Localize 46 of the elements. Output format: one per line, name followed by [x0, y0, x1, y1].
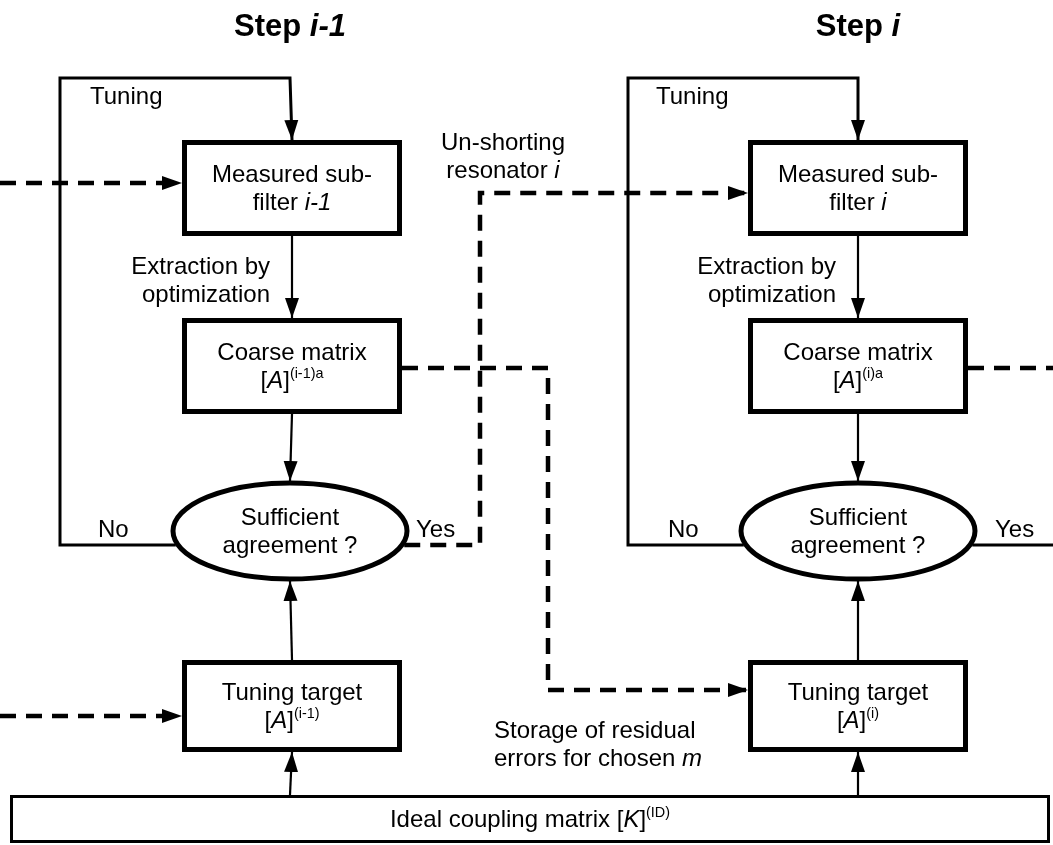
node-text: Ideal coupling matrix [K]$^{(ID)}$	[389, 805, 671, 833]
annotation-text: Un-shorting resonator i	[439, 128, 567, 184]
edge-label: Yes	[995, 515, 1036, 543]
arrow	[283, 580, 298, 661]
loop-label: Tuning	[656, 82, 730, 110]
node-text: Measured sub-filter i	[776, 160, 940, 216]
process-box	[182, 140, 402, 236]
dashed-arrow	[404, 186, 748, 548]
decision-ellipse	[738, 480, 978, 582]
node-text: Measured sub-filter i-1	[210, 160, 374, 216]
node-text: Sufficient agreement ?	[221, 503, 359, 559]
dashed-arrow	[402, 365, 748, 697]
process-box	[748, 140, 968, 236]
arrow	[58, 76, 299, 547]
node-text: Sufficient agreement ?	[789, 503, 927, 559]
node-text: Tuning target	[221, 678, 363, 706]
arrow	[284, 751, 299, 796]
dashed-arrow	[0, 176, 182, 190]
node-text: Coarse matrix	[783, 338, 933, 366]
matrix-bar	[10, 795, 1050, 843]
process-box	[182, 660, 402, 752]
node-text: [A]$^{(i-1)a}$	[260, 366, 324, 394]
arrow	[851, 414, 865, 481]
node-text: [A]$^{(i-1)}$	[264, 706, 320, 734]
step-heading: Step i-1	[233, 8, 347, 44]
decision-ellipse	[170, 480, 410, 582]
step-heading: Step i	[814, 8, 902, 44]
node-text: [A]$^{(i)a}$	[832, 366, 884, 394]
edge-label: No	[98, 515, 130, 543]
process-box	[748, 660, 968, 752]
process-box	[748, 318, 968, 414]
arrow	[851, 581, 865, 660]
edge-label: Yes	[416, 515, 457, 543]
arrow	[285, 236, 299, 318]
process-box	[182, 318, 402, 414]
arrow	[283, 413, 298, 482]
arrow	[851, 752, 865, 795]
dashed-arrow	[0, 709, 182, 723]
node-text: Tuning target	[787, 678, 929, 706]
edge-label: No	[668, 515, 700, 543]
node-text: Coarse matrix	[217, 338, 367, 366]
connector-line	[972, 543, 1053, 547]
node-text: [A]$^{(i)}$	[836, 706, 880, 734]
arrow	[626, 76, 865, 547]
loop-label: Tuning	[90, 82, 164, 110]
arrow	[851, 236, 865, 318]
